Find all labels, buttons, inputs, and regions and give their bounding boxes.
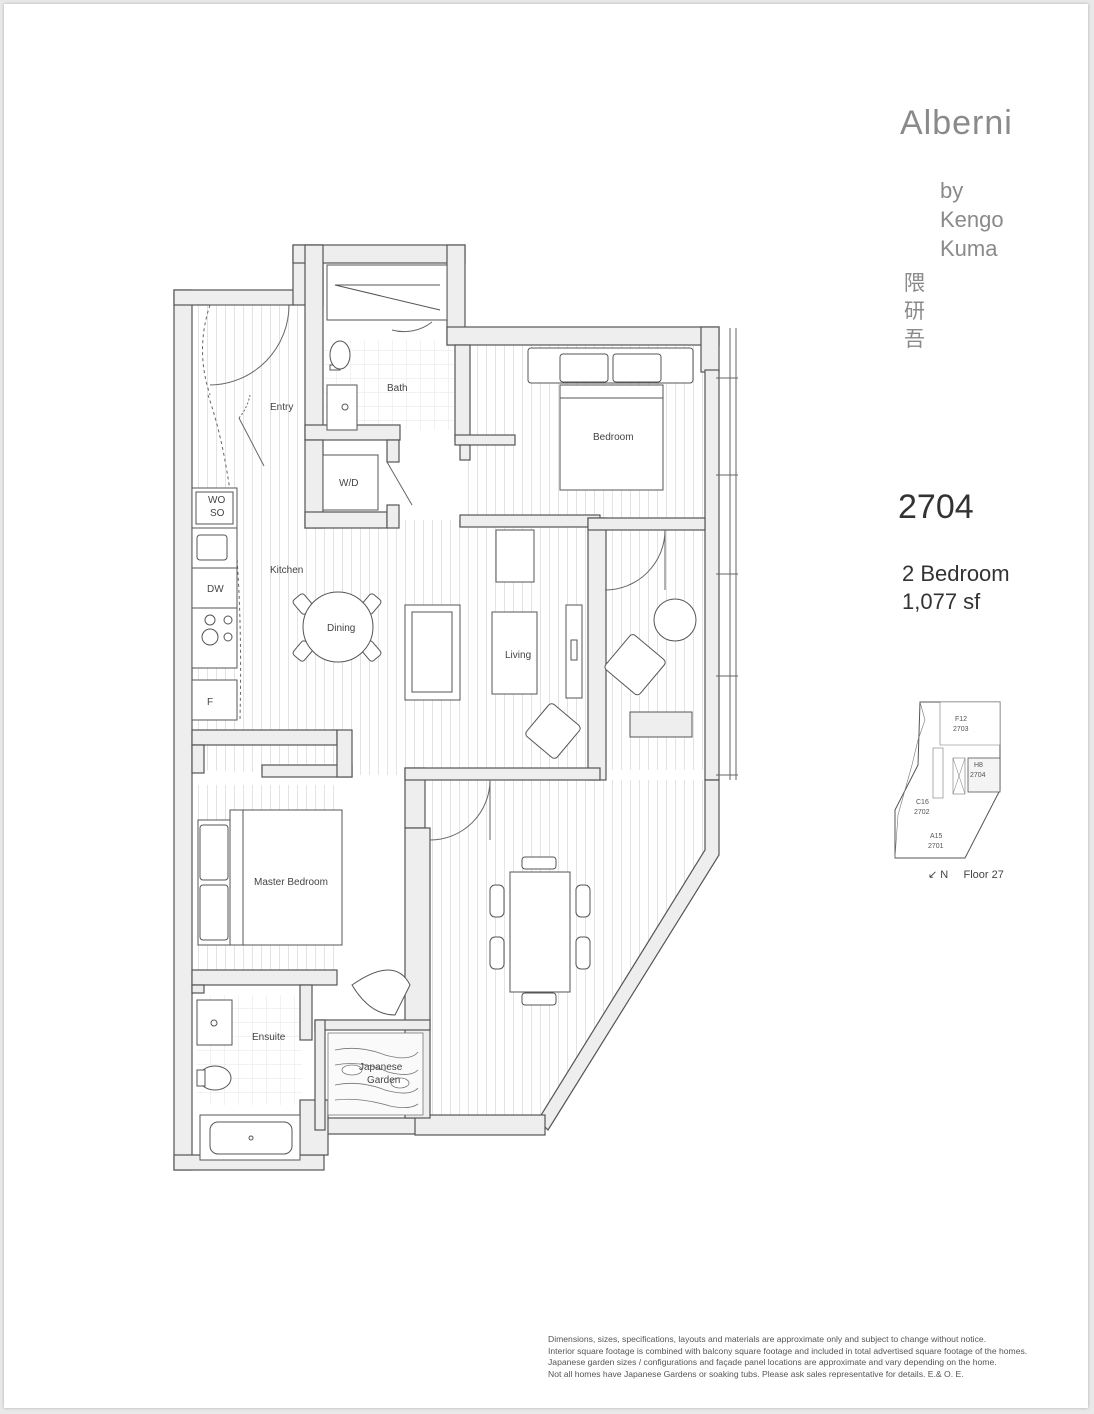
kanji-char: 吾: [904, 328, 925, 351]
disclaimer-line: Dimensions, sizes, specifications, layou…: [548, 1334, 987, 1344]
kanji-char: 研: [904, 300, 925, 323]
bedroom-furniture: [197, 347, 694, 1016]
disclaimer-line: Japanese garden sizes / configurations a…: [548, 1357, 997, 1368]
brand-architect: by Kengo Kuma: [940, 176, 1060, 263]
windows: [716, 328, 738, 780]
room-labels: Entry Bath W/D Bedroom WO SO Kitchen DW …: [207, 383, 634, 1086]
label-dishwasher: DW: [207, 584, 224, 595]
doors: [202, 304, 666, 841]
key-plan-caption: ↙ N Floor 27: [928, 868, 1004, 881]
brand-by-line: Kuma: [940, 236, 998, 261]
unit-area: 1,077 sf: [902, 589, 981, 614]
label-bath: Bath: [387, 383, 408, 394]
key-unit-code: H8: [974, 762, 983, 769]
disclaimer-line: Not all homes have Japanese Gardens or s…: [548, 1368, 964, 1379]
label-entry: Entry: [270, 402, 293, 413]
brand-by-line: by: [940, 178, 964, 203]
label-kitchen: Kitchen: [270, 565, 303, 576]
key-plan: F12 2703 H8 2704 C16 2702 A15 2701: [894, 701, 1001, 859]
key-unit-number: 2704: [970, 772, 986, 779]
key-unit-number: 2701: [928, 843, 944, 850]
label-master-bedroom: Master Bedroom: [254, 877, 328, 888]
label-dining: Dining: [327, 623, 355, 634]
living-furniture: [292, 529, 697, 1006]
key-unit-number: 2702: [914, 809, 930, 816]
unit-bedrooms: 2 Bedroom: [902, 561, 1010, 586]
kitchen-fixtures: [191, 487, 238, 721]
key-unit-code: F12: [955, 716, 967, 723]
disclaimer-line: Interior square footage is combined with…: [548, 1345, 1028, 1356]
kanji-char: 隈: [904, 272, 925, 295]
floor-label: Floor 27: [963, 869, 1004, 881]
japanese-garden: [327, 1032, 424, 1116]
north-label: N: [940, 869, 949, 881]
unit-number: 2704: [898, 488, 974, 526]
brand-block: Alberni by Kengo Kuma 隈 研 吾: [900, 104, 1013, 351]
brand-title: Alberni: [900, 104, 1013, 142]
label-japanese: Japanese: [359, 1062, 403, 1073]
label-wd: W/D: [339, 478, 358, 489]
key-unit-code: A15: [930, 833, 943, 840]
key-unit-code: C16: [916, 799, 929, 806]
label-ensuite: Ensuite: [252, 1032, 286, 1043]
label-steam-oven: SO: [210, 508, 225, 519]
disclaimer: Dimensions, sizes, specifications, layou…: [548, 1334, 1058, 1380]
north-arrow-icon: ↙: [928, 869, 938, 881]
key-unit-number: 2703: [953, 726, 969, 733]
label-living: Living: [505, 650, 531, 661]
label-bedroom: Bedroom: [593, 432, 634, 443]
walls: [173, 244, 720, 1171]
brand-kanji: 隈 研 吾: [904, 270, 934, 354]
label-wall-oven: WO: [208, 495, 225, 506]
label-garden: Garden: [367, 1075, 400, 1086]
unit-summary: 2 Bedroom 1,077 sf: [902, 560, 1010, 616]
label-fridge: F: [207, 697, 213, 708]
brand-by-line: Kengo: [940, 207, 1004, 232]
bath-fixtures: [196, 264, 448, 1161]
